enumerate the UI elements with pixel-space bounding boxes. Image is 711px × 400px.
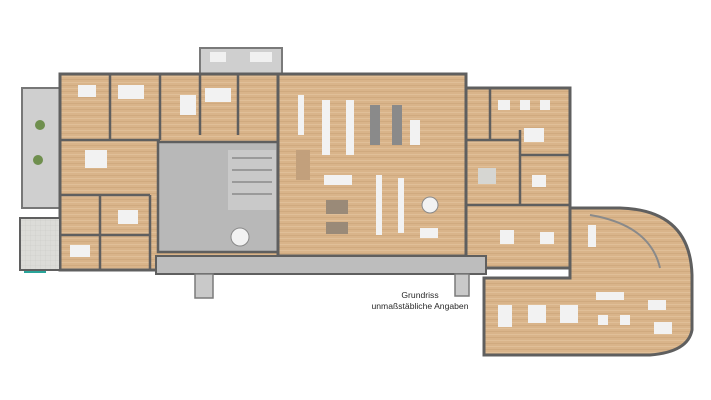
- caption-title: Grundriss: [401, 290, 439, 300]
- roof-terrace: [199, 47, 283, 75]
- caption-subtitle: unmaßstäbliche Angaben: [371, 301, 469, 311]
- plan-caption: Grundriss unmaßstäbliche Angaben: [360, 290, 480, 312]
- core-area: [156, 140, 280, 254]
- main-hall: [276, 72, 468, 258]
- right-wing: [464, 86, 572, 270]
- corridor: [155, 255, 487, 299]
- annex-rotunda: [482, 206, 694, 357]
